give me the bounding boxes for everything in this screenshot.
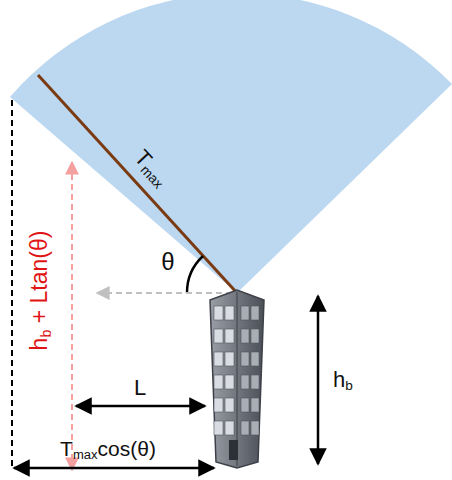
building-height-dimension <box>317 296 320 464</box>
projection-line <box>11 100 13 470</box>
angle-label: θ <box>161 250 174 274</box>
range-sector <box>10 0 452 293</box>
angle-arc <box>187 256 203 293</box>
height-dimension <box>71 162 73 470</box>
tether-line <box>38 75 237 293</box>
distance-dimension <box>76 405 205 408</box>
building-illustration <box>210 290 264 468</box>
horizontal-dimension <box>14 467 214 470</box>
distance-label: L <box>134 377 146 399</box>
height-expression-label: hb + Ltan(θ) <box>29 230 52 350</box>
building-height-label: hb <box>333 369 353 391</box>
reference-line <box>97 292 232 294</box>
horizontal-reach-label: Tmaxcos(θ) <box>60 438 156 459</box>
